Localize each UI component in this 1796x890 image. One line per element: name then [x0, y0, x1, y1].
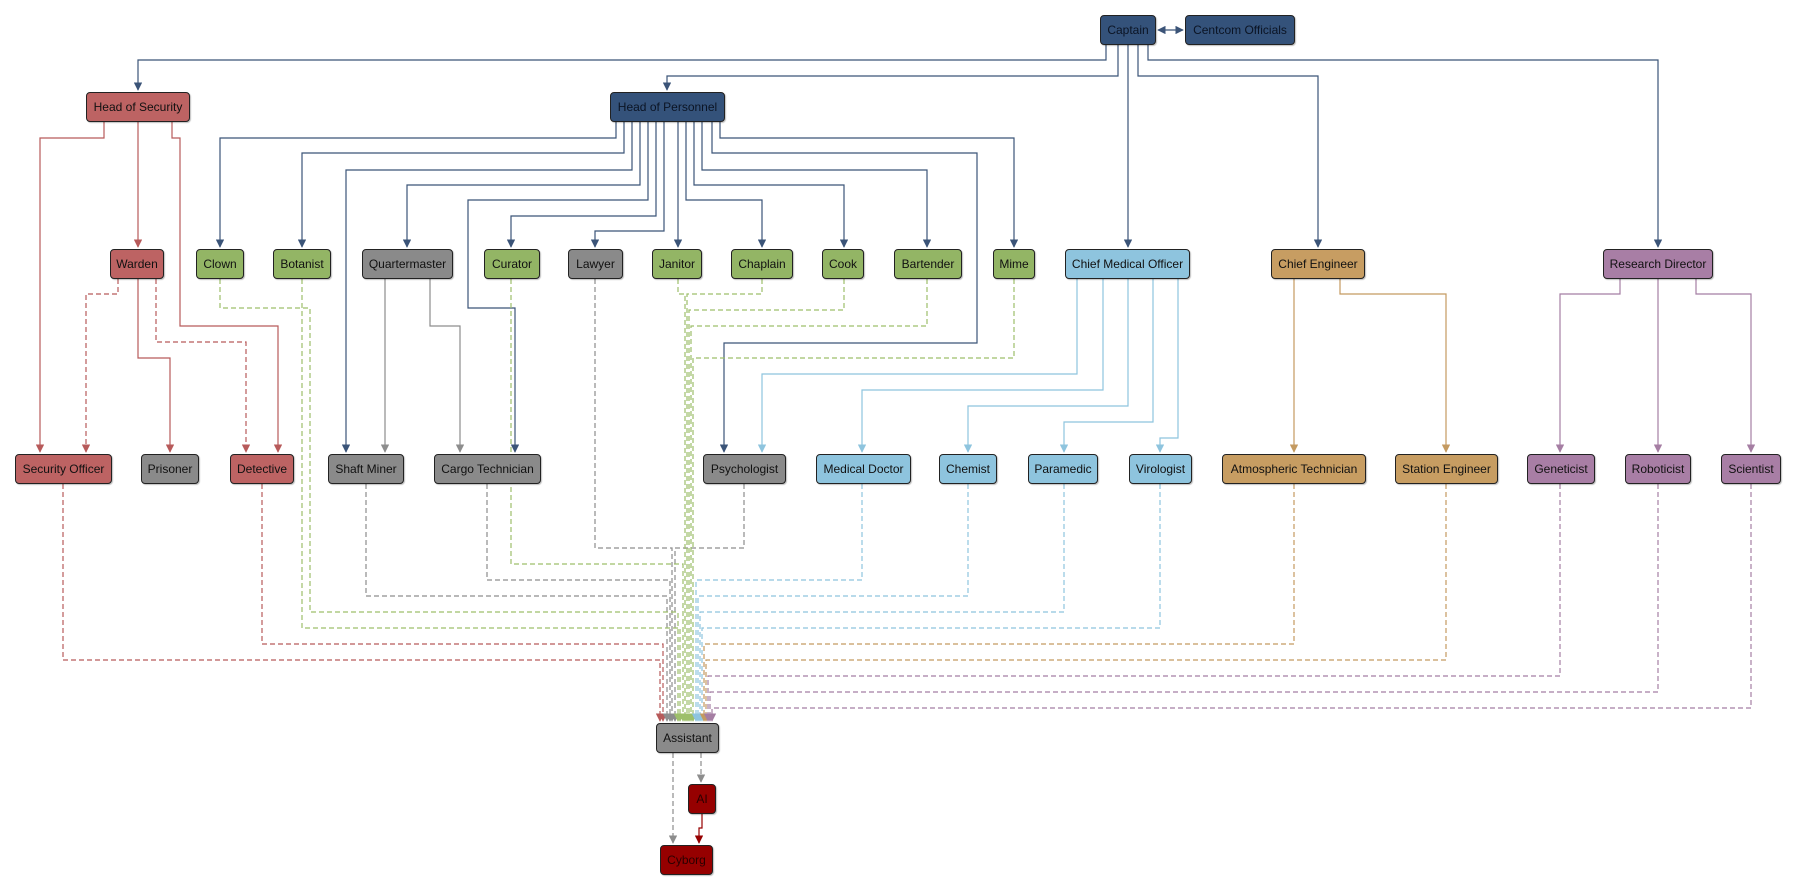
node-prisoner[interactable]: Prisoner: [141, 454, 199, 484]
edge-captain-hop: [662, 45, 1119, 91]
edge-geneticist-assistant: [703, 484, 1561, 722]
edge-rd-geneticist: [1555, 279, 1621, 453]
edge-virologist-assistant: [697, 484, 1161, 722]
edge-curator-assistant: [510, 279, 688, 722]
edge-cargo-assistant: [486, 484, 675, 722]
edge-lawyer-assistant: [594, 279, 677, 722]
node-botanist[interactable]: Botanist: [273, 249, 331, 279]
node-chief-engineer[interactable]: Chief Engineer: [1271, 249, 1365, 279]
edge-scientist-assistant: [707, 484, 1752, 722]
node-chemist[interactable]: Chemist: [939, 454, 997, 484]
edge-botanist-assistant: [301, 279, 685, 722]
edge-psych-assistant: [670, 484, 745, 722]
edge-hop-botanist: [297, 122, 625, 248]
edge-ai-cyborg: [694, 814, 704, 844]
edge-hos-detective: [171, 122, 283, 453]
node-warden[interactable]: Warden: [110, 249, 164, 279]
edge-hop-chaplain: [685, 122, 767, 248]
edge-md-assistant: [691, 484, 863, 722]
edge-cmo-psych: [757, 279, 1078, 453]
edge-chemist-assistant: [693, 484, 969, 722]
node-lawyer[interactable]: Lawyer: [568, 249, 623, 279]
node-mime[interactable]: Mime: [993, 249, 1035, 279]
edge-secoff-assistant: [62, 484, 665, 722]
edge-hop-clown: [215, 122, 617, 248]
edge-cmo-virologist: [1155, 279, 1179, 453]
edge-miner-assistant: [365, 484, 672, 722]
edge-clown-assistant: [219, 279, 683, 722]
node-chief-medical-officer[interactable]: Chief Medical Officer: [1065, 249, 1190, 279]
node-ai[interactable]: AI: [688, 784, 716, 814]
edge-warden-secoff: [81, 279, 119, 453]
edge-cmo-chemist: [963, 279, 1129, 453]
node-cook[interactable]: Cook: [822, 249, 864, 279]
node-cyborg[interactable]: Cyborg: [660, 845, 713, 875]
edge-chaplain-assistant: [682, 279, 763, 722]
node-detective[interactable]: Detective: [230, 454, 294, 484]
node-captain[interactable]: Captain: [1100, 15, 1156, 45]
edge-captain-ce: [1137, 45, 1323, 248]
node-scientist[interactable]: Scientist: [1721, 454, 1781, 484]
node-assistant[interactable]: Assistant: [656, 723, 719, 753]
edge-cook-assistant: [684, 279, 845, 722]
node-head-of-security[interactable]: Head of Security: [86, 92, 190, 122]
edge-hop-cargo: [467, 122, 649, 453]
node-cargo-technician[interactable]: Cargo Technician: [434, 454, 541, 484]
edge-ce-stateng: [1339, 279, 1451, 453]
edge-cmo-md: [857, 279, 1104, 453]
edge-qm-cargo: [429, 279, 465, 453]
edge-atmos-assistant: [699, 484, 1295, 722]
node-curator[interactable]: Curator: [484, 249, 540, 279]
edge-hop-bartender: [701, 122, 932, 248]
node-virologist[interactable]: Virologist: [1129, 454, 1192, 484]
edge-captain-hos: [133, 45, 1107, 91]
edge-hop-miner: [341, 122, 633, 453]
edge-paramedic-assistant: [695, 484, 1065, 722]
node-research-director[interactable]: Research Director: [1603, 249, 1713, 279]
node-atmospheric-technician[interactable]: Atmospheric Technician: [1222, 454, 1366, 484]
edge-roboticist-assistant: [705, 484, 1659, 722]
edge-hop-psych: [711, 122, 978, 453]
edge-hos-secoff: [35, 122, 105, 453]
edge-hop-lawyer: [590, 122, 665, 248]
node-security-officer[interactable]: Security Officer: [15, 454, 112, 484]
edge-janitor-assistant: [677, 279, 690, 722]
edge-stateng-assistant: [701, 484, 1447, 722]
edge-warden-detective: [155, 279, 251, 453]
edge-cmo-paramedic: [1059, 279, 1154, 453]
edge-captain-rd: [1147, 45, 1663, 248]
node-psychologist[interactable]: Psychologist: [703, 454, 786, 484]
node-shaft-miner[interactable]: Shaft Miner: [328, 454, 404, 484]
node-roboticist[interactable]: Roboticist: [1625, 454, 1691, 484]
node-clown[interactable]: Clown: [196, 249, 244, 279]
node-quartermaster[interactable]: Quartermaster: [362, 249, 453, 279]
edge-hop-curator: [506, 122, 657, 248]
edge-hop-mime: [719, 122, 1019, 248]
node-centcom-officials[interactable]: Centcom Officials: [1185, 15, 1295, 45]
edge-hop-qm: [402, 122, 641, 248]
edge-mime-assistant: [688, 279, 1015, 722]
edge-hop-cook: [693, 122, 849, 248]
node-paramedic[interactable]: Paramedic: [1028, 454, 1098, 484]
node-head-of-personnel[interactable]: Head of Personnel: [610, 92, 725, 122]
edge-warden-prisoner: [137, 279, 175, 453]
node-geneticist[interactable]: Geneticist: [1527, 454, 1595, 484]
node-medical-doctor[interactable]: Medical Doctor: [816, 454, 911, 484]
edge-bartender-assistant: [686, 279, 928, 722]
edge-detective-assistant: [261, 484, 668, 722]
node-bartender[interactable]: Bartender: [894, 249, 962, 279]
edge-rd-scientist: [1695, 279, 1756, 453]
node-janitor[interactable]: Janitor: [652, 249, 702, 279]
node-station-engineer[interactable]: Station Engineer: [1395, 454, 1498, 484]
node-chaplain[interactable]: Chaplain: [731, 249, 793, 279]
